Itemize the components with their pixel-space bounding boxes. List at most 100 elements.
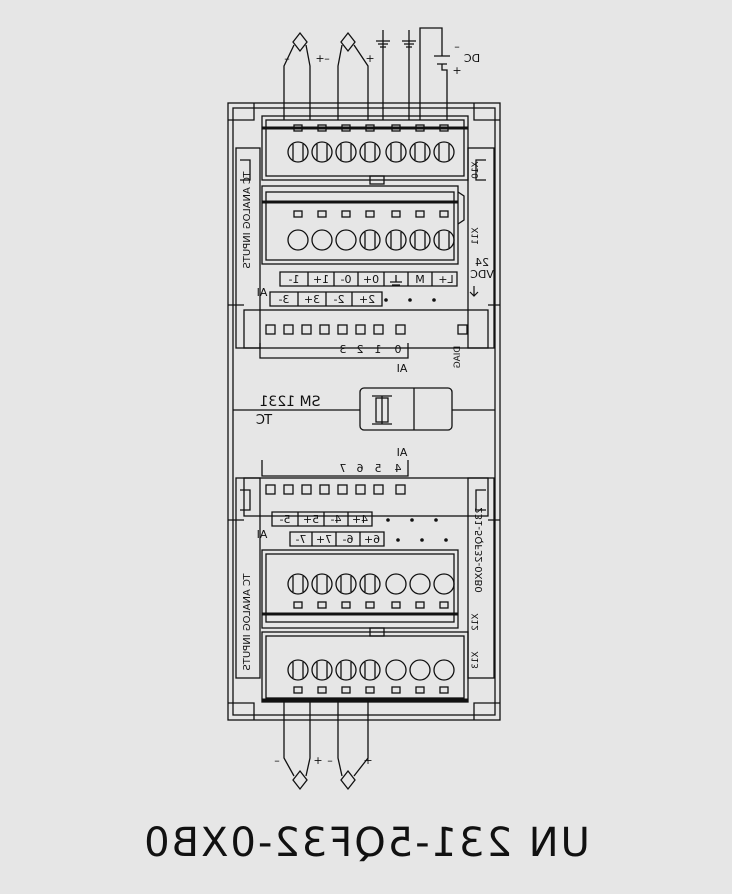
- x10-screw-0-slot: [292, 144, 304, 160]
- x13-screw-1-slot: [316, 662, 328, 678]
- led-top-0: [265, 324, 276, 335]
- led-bottom-6: [373, 484, 384, 495]
- x11-pin-6: [439, 210, 449, 218]
- top-thermocouple-wiring: [283, 31, 369, 120]
- diag-label: DIAG: [453, 346, 463, 369]
- terminal-label-5-plus: 5+: [303, 513, 319, 526]
- x12-screw-5: [409, 573, 431, 595]
- connector-x10: [261, 115, 469, 185]
- x10-pin-5: [415, 124, 425, 132]
- x10-screw-5-slot: [414, 144, 426, 160]
- x13-pin-6: [439, 686, 449, 694]
- x10-screw-6-slot: [438, 144, 450, 160]
- dc-label: DC: [464, 52, 480, 65]
- terminal-label-2-minus: 2-: [333, 293, 344, 306]
- top-terminal-label-boxes: [269, 271, 458, 307]
- led-bottom-3: [319, 484, 330, 495]
- x12-pin-5: [415, 601, 425, 609]
- terminal-dot-8: [444, 538, 448, 542]
- terminal-dot-6: [396, 538, 400, 542]
- led-top-3: [319, 324, 330, 335]
- x10-pin-0: [293, 124, 303, 132]
- x13-screw-6: [433, 659, 455, 681]
- x13-screw-3: [359, 659, 381, 681]
- led-label-2: 2: [357, 343, 364, 356]
- terminal-label-6-minus: 6-: [342, 533, 353, 546]
- x10-pin-1: [317, 124, 327, 132]
- led-bottom-4: [337, 484, 348, 495]
- x10-screw-1-slot: [316, 144, 328, 160]
- x12-screw-1-slot: [316, 576, 328, 592]
- x12-screw-6: [433, 573, 455, 595]
- x10-screw-3-slot: [364, 144, 376, 160]
- terminal-dot-0: [384, 298, 388, 302]
- ai-label-bottom-leds: AI: [397, 446, 408, 459]
- led-bottom-1: [283, 484, 294, 495]
- x13-screw-1: [311, 659, 333, 681]
- x13-pin-3: [365, 686, 375, 694]
- terminal-label-3-plus: 3+: [304, 293, 320, 306]
- module-type: TC: [256, 413, 273, 428]
- terminal-label-3-minus: 3-: [278, 293, 289, 306]
- x13-pin-1: [317, 686, 327, 694]
- center-label-area: [233, 343, 495, 477]
- x12-screw-3: [359, 573, 381, 595]
- terminal-dot-5: [434, 518, 438, 522]
- terminal-label-0-plus: 0+: [363, 273, 379, 286]
- x13-pin-0: [293, 686, 303, 694]
- ai-label-top-leds: AI: [397, 362, 408, 375]
- x11-screw-4: [385, 229, 407, 251]
- x10-screw-2: [335, 141, 357, 163]
- connector-x12: [261, 549, 459, 629]
- x12-pin-2: [341, 601, 351, 609]
- x13-screw-3-slot: [364, 662, 376, 678]
- connector-label-x13: X13: [471, 651, 481, 669]
- module-name: SM 1231: [259, 394, 320, 410]
- dc-minus-label: –: [454, 40, 460, 53]
- x12-pin-1: [317, 601, 327, 609]
- led-top-1: [283, 324, 294, 335]
- x13-screw-4: [385, 659, 407, 681]
- top-power-wiring: [376, 27, 450, 120]
- terminal-dot-3: [386, 518, 390, 522]
- arrow-down-icon: [469, 286, 479, 297]
- polarity-minus-1: –: [284, 52, 290, 65]
- ai-label-top: AI: [257, 286, 268, 299]
- x11-screw-4-slot: [390, 232, 402, 248]
- led-bottom-0: [265, 484, 276, 495]
- terminal-label-7-minus: 7-: [295, 533, 306, 546]
- terminal-dot-1: [408, 298, 412, 302]
- x11-pin-1: [317, 210, 327, 218]
- x10-pin-6: [439, 124, 449, 132]
- x11-screw-3-slot: [364, 232, 376, 248]
- x10-screw-1: [311, 141, 333, 163]
- x11-pin-5: [415, 210, 425, 218]
- x10-pin-3: [365, 124, 375, 132]
- led-top-7: [395, 324, 406, 335]
- terminal-dot-2: [432, 298, 436, 302]
- x12-screw-2-slot: [340, 576, 352, 592]
- x12-screw-0-slot: [292, 576, 304, 592]
- terminal-label-7-plus: 7+: [316, 533, 332, 546]
- x11-screw-6: [433, 229, 455, 251]
- side-label-bottom: TC ANALOG INPUTS: [242, 572, 253, 670]
- terminal-label-5-minus: 5-: [279, 513, 290, 526]
- x13-pin-4: [391, 686, 401, 694]
- x11-pin-2: [341, 210, 351, 218]
- terminal-label-1-plus: 1+: [313, 273, 329, 286]
- x11-screw-3: [359, 229, 381, 251]
- x10-screw-5: [409, 141, 431, 163]
- x12-pin-6: [439, 601, 449, 609]
- polarity-plus-2: +: [365, 52, 374, 65]
- x10-screw-4: [385, 141, 407, 163]
- led-label-1: 1: [375, 343, 382, 356]
- x10-pin-2: [341, 124, 351, 132]
- x12-screw-3-slot: [364, 576, 376, 592]
- x13-screw-2: [335, 659, 357, 681]
- led-label-5: 5: [375, 462, 382, 475]
- x12-screw-4: [385, 573, 407, 595]
- x11-screw-5-slot: [414, 232, 426, 248]
- connector-x13: [261, 627, 469, 703]
